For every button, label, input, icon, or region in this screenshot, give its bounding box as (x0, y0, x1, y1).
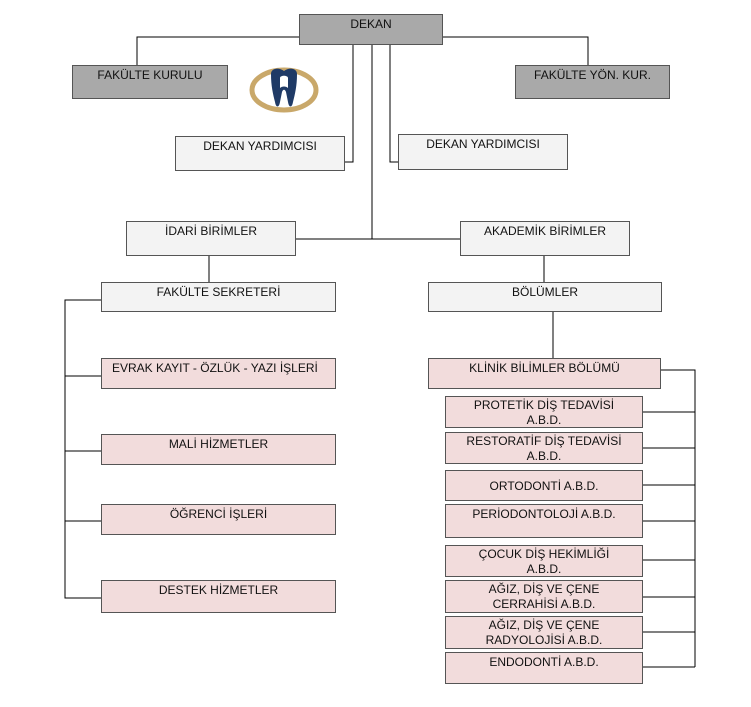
destek-hizmetler-box: DESTEK HİZMETLER (101, 580, 336, 613)
fakulte-sekreteri-label: FAKÜLTE SEKRETERİ (156, 285, 281, 299)
protetik-label-line-2: A.B.D. (526, 413, 562, 427)
dekan-yardimcisi-box-1: DEKAN YARDIMCISI (175, 136, 345, 171)
cerrahi-label-line-1: AĞIZ, DİŞ VE ÇENE (488, 582, 600, 596)
ortodonti-box: ORTODONTİ A.B.D. (445, 470, 643, 501)
mali-hizmetler-box: MALİ HİZMETLER (101, 434, 336, 465)
dekan-label: DEKAN (350, 17, 392, 31)
faculty-logo (249, 67, 319, 113)
ortodonti-label: ORTODONTİ A.B.D. (489, 479, 599, 493)
fakulte-kurulu-label: FAKÜLTE KURULU (97, 68, 203, 82)
cocuk-dis-box: ÇOCUK DİŞ HEKİMLİĞİ A.B.D. (445, 545, 643, 577)
cocuk-dis-label-line-1: ÇOCUK DİŞ HEKİMLİĞİ (478, 547, 610, 561)
idari-birimler-box: İDARİ BİRİMLER (126, 221, 296, 256)
restoratif-label-line-1: RESTORATİF DİŞ TEDAVİSİ (466, 434, 622, 448)
evrak-kayit-box: EVRAK KAYIT - ÖZLÜK - YAZI İŞLERİ (101, 358, 336, 389)
fakulte-yon-kur-label: FAKÜLTE YÖN. KUR. (534, 68, 651, 82)
mali-hizmetler-label: MALİ HİZMETLER (168, 437, 269, 451)
cocuk-dis-label-line-2: A.B.D. (526, 562, 562, 576)
akademik-birimler-box: AKADEMİK BİRİMLER (460, 221, 630, 256)
protetik-box: PROTETİK DİŞ TEDAVİSİ A.B.D. (445, 396, 643, 428)
fakulte-yon-kur-box: FAKÜLTE YÖN. KUR. (515, 65, 670, 99)
restoratif-box: RESTORATİF DİŞ TEDAVİSİ A.B.D. (445, 432, 643, 464)
dekan-yardimcisi-box-2: DEKAN YARDIMCISI (398, 134, 568, 170)
cerrahi-label-line-2: CERRAHİSİ A.B.D. (492, 597, 596, 611)
radyoloji-label-line-2: RADYOLOJİSİ A.B.D. (485, 633, 603, 647)
idari-birimler-label: İDARİ BİRİMLER (164, 224, 257, 238)
restoratif-label-line-2: A.B.D. (526, 449, 562, 463)
radyoloji-box: AĞIZ, DİŞ VE ÇENE RADYOLOJİSİ A.B.D. (445, 616, 643, 649)
periodontoloji-box: PERİODONTOLOJİ A.B.D. (445, 504, 643, 538)
destek-hizmetler-label: DESTEK HİZMETLER (158, 583, 279, 597)
akademik-birimler-label: AKADEMİK BİRİMLER (483, 224, 607, 238)
klinik-bilimler-box: KLİNİK BİLİMLER BÖLÜMÜ (428, 358, 661, 389)
evrak-kayit-label: EVRAK KAYIT - ÖZLÜK - YAZI İŞLERİ (112, 361, 318, 375)
periodontoloji-label: PERİODONTOLOJİ A.B.D. (472, 507, 616, 521)
endodonti-box: ENDODONTİ A.B.D. (445, 652, 643, 684)
bolumler-label: BÖLÜMLER (511, 285, 579, 299)
radyoloji-label-line-1: AĞIZ, DİŞ VE ÇENE (488, 618, 600, 632)
fakulte-kurulu-box: FAKÜLTE KURULU (72, 65, 228, 99)
dekan-yardimcisi-label-1: DEKAN YARDIMCISI (203, 139, 317, 153)
fakulte-sekreteri-box: FAKÜLTE SEKRETERİ (101, 282, 336, 312)
bolumler-box: BÖLÜMLER (428, 282, 662, 312)
ogrenci-isleri-box: ÖĞRENCİ İŞLERİ (101, 504, 336, 535)
protetik-label-line-1: PROTETİK DİŞ TEDAVİSİ (473, 398, 615, 412)
ogrenci-isleri-label: ÖĞRENCİ İŞLERİ (169, 507, 268, 521)
endodonti-label: ENDODONTİ A.B.D. (489, 655, 599, 669)
cerrahi-box: AĞIZ, DİŞ VE ÇENE CERRAHİSİ A.B.D. (445, 580, 643, 613)
dekan-box: DEKAN (299, 14, 443, 45)
klinik-bilimler-label: KLİNİK BİLİMLER BÖLÜMÜ (469, 361, 620, 375)
dekan-yardimcisi-label-2: DEKAN YARDIMCISI (426, 137, 540, 151)
tooth-icon (271, 68, 297, 107)
